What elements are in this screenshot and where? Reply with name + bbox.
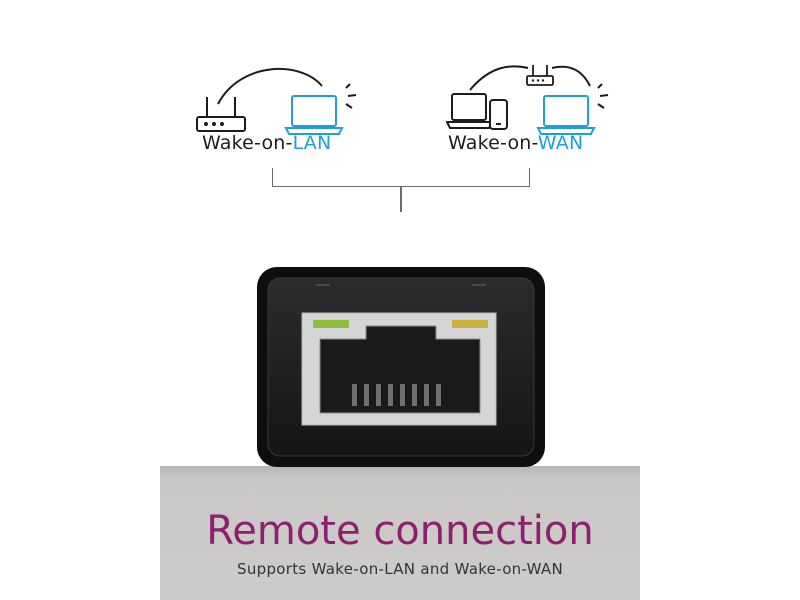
- banner-subtitle: Supports Wake-on-LAN and Wake-on-WAN: [237, 560, 563, 578]
- wol-label-prefix: Wake-on-: [202, 132, 293, 154]
- phone-icon: [489, 99, 508, 130]
- wow-group: Wake-on-WAN: [440, 60, 620, 160]
- laptop-icon: [536, 83, 609, 135]
- wow-label-prefix: Wake-on-: [448, 132, 538, 154]
- router-icon: [196, 97, 246, 132]
- display-stage: [160, 466, 640, 600]
- wol-label: Wake-on-LAN: [202, 132, 331, 154]
- ethernet-port-device: [257, 267, 545, 467]
- wow-link-arc: [469, 65, 591, 91]
- wol-group: Wake-on-LAN: [190, 60, 360, 160]
- activity-led: [452, 320, 488, 328]
- wol-link-arc: [217, 67, 323, 105]
- banner-title: Remote connection: [206, 508, 594, 554]
- wow-label-accent: WAN: [537, 132, 584, 154]
- bracket-connector: [272, 168, 530, 187]
- wol-label-accent: LAN: [292, 132, 332, 154]
- bracket-stem: [400, 186, 402, 212]
- link-led: [313, 320, 349, 328]
- wow-label: Wake-on-WAN: [448, 132, 583, 154]
- router-icon: [526, 65, 554, 86]
- laptop-icon: [284, 83, 357, 135]
- laptop-icon: [446, 93, 494, 129]
